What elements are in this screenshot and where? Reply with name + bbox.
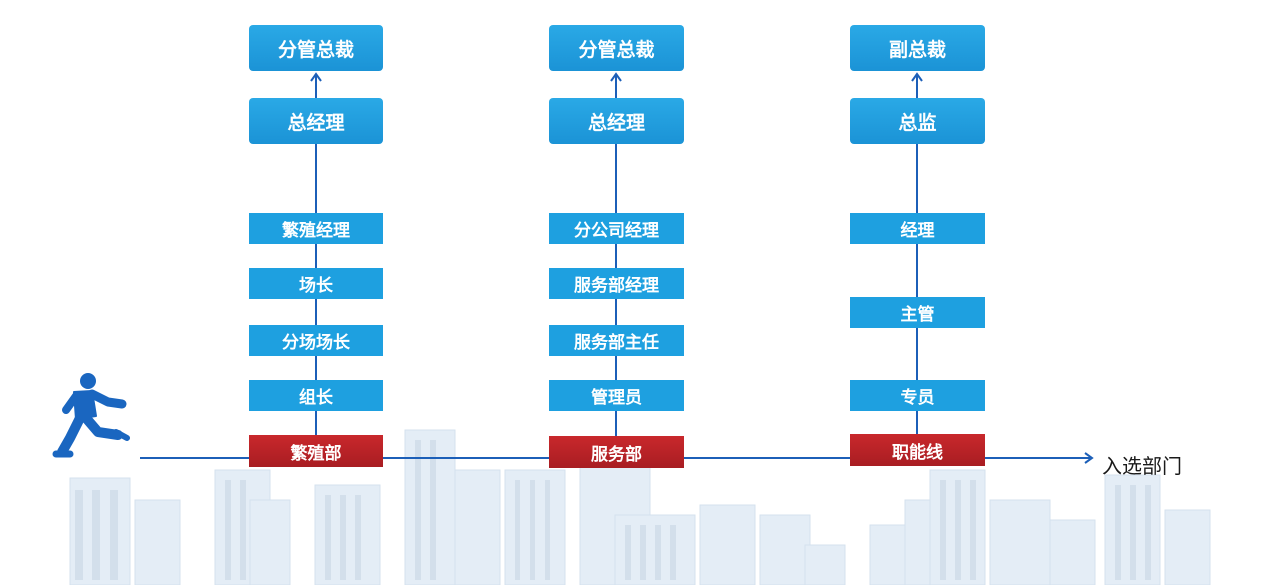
track-2-top-box: 分管总裁 <box>549 25 684 71</box>
track-2-step-4: 管理员 <box>549 380 684 411</box>
track-2-step-2: 服务部经理 <box>549 268 684 299</box>
track-3-top-box: 副总裁 <box>850 25 985 71</box>
track-2-department: 服务部 <box>549 436 684 468</box>
track-1-step-2: 场长 <box>249 268 383 299</box>
track-1-second-box: 总经理 <box>249 98 383 144</box>
axis-label: 入选部门 <box>1102 454 1182 478</box>
track-3-step-3: 专员 <box>850 380 985 411</box>
track-2-step-3: 服务部主任 <box>549 325 684 356</box>
track-3-step-1: 经理 <box>850 213 985 244</box>
walking-person-icon <box>52 373 130 458</box>
track-1-step-4: 组长 <box>249 380 383 411</box>
track-2-step-1: 分公司经理 <box>549 213 684 244</box>
track-1-department: 繁殖部 <box>249 435 383 467</box>
track-3-second-box: 总监 <box>850 98 985 144</box>
track-3-step-2: 主管 <box>850 297 985 328</box>
track-1-top-box: 分管总裁 <box>249 25 383 71</box>
track-1-step-1: 繁殖经理 <box>249 213 383 244</box>
track-3-department: 职能线 <box>850 434 985 466</box>
track-1-step-3: 分场场长 <box>249 325 383 356</box>
track-2-second-box: 总经理 <box>549 98 684 144</box>
